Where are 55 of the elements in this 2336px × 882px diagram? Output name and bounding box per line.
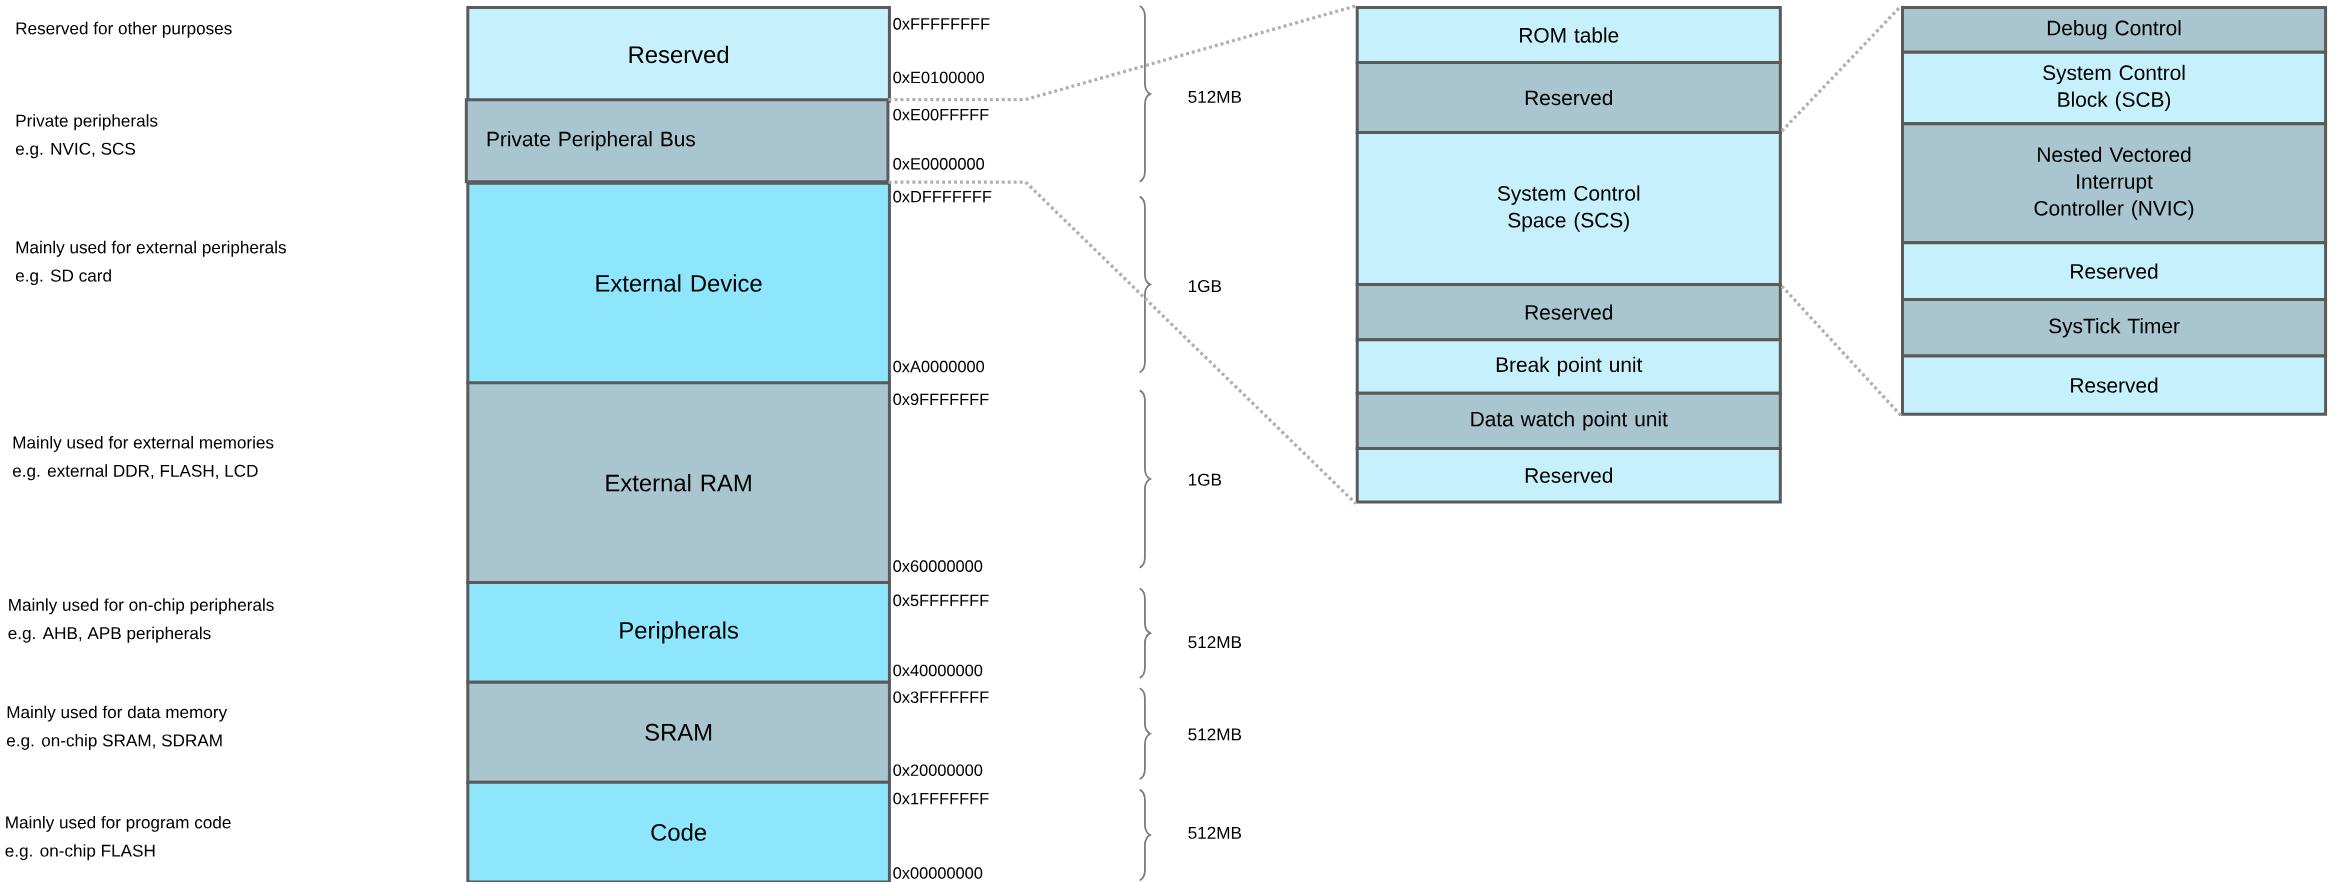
region-description: e.g. on-chip SRAM, SDRAM [7,733,222,750]
address-label: 0xE0100000 [893,71,985,84]
address-label: 0xDFFFFFFF [893,190,992,203]
size-label: 512MB [1188,826,1242,839]
region-description: e.g. AHB, APB peripherals [8,626,211,643]
memory-region: System Control Block (SCB) [1901,50,2328,126]
memory-region: Break point unit [1355,338,1782,395]
size-label: 1GB [1189,473,1222,486]
address-label: 0x5FFFFFFF [893,594,989,607]
memory-region: External RAM [466,381,891,584]
address-label: 0x60000000 [893,560,983,572]
size-label: 512MB [1188,728,1242,741]
memory-region: ROM table [1355,5,1782,65]
address-label: 0xE00FFFFF [893,108,989,121]
leader-line [888,180,1357,505]
memory-region: Reserved [1355,446,1782,504]
leader-line [1780,284,1903,417]
leader-line [1780,4,1903,133]
region-description: Mainly used for external peripherals [16,240,286,257]
memory-region: Code [466,780,891,882]
memory-region: External Device [466,181,891,385]
memory-region: Reserved [1901,241,2328,301]
region-description: Mainly used for on-chip peripherals [9,598,274,615]
region-description: Mainly used for data memory [7,705,228,722]
memory-region: Debug Control [1901,5,2328,54]
size-label: 512MB [1188,636,1242,649]
memory-region: Reserved [466,5,891,103]
size-label: 1GB [1189,280,1222,293]
address-label: 0x1FFFFFFF [893,792,989,805]
memory-region: System Control Space (SCS) [1355,131,1782,287]
memory-region: Peripherals [466,581,891,684]
memory-region: Reserved [1901,354,2328,416]
address-label: 0x20000000 [893,764,983,777]
region-description: Reserved for other purposes [16,21,232,38]
region-description: e.g. SD card [15,269,111,286]
size-label: 512MB [1188,90,1242,103]
memory-region: Nested Vectored Interrupt Controller (NVIC) [1901,122,2328,245]
memory-region: Data watch point unit [1355,391,1782,450]
region-description: e.g. external DDR, FLASH, LCD [12,464,258,481]
region-description: e.g. on-chip FLASH [5,844,155,861]
memory-region: SysTick Timer [1901,298,2328,358]
address-label: 0xE0000000 [893,158,985,170]
region-description: e.g. NVIC, SCS [15,142,135,159]
region-description: Private peripherals [16,114,158,131]
address-label: 0x3FFFFFFF [893,691,989,704]
memory-region: Private Peripheral Bus [464,98,890,184]
memory-region: Reserved [1355,283,1782,342]
address-label: 0x9FFFFFFF [893,393,989,406]
leader-line [888,4,1357,102]
memory-region: SRAM [466,680,891,784]
address-label: 0xA0000000 [893,360,985,373]
memory-region: Reserved [1355,61,1782,135]
address-label: 0x40000000 [893,664,983,677]
region-description: Mainly used for program code [6,815,231,832]
region-description: Mainly used for external memories [13,436,274,452]
